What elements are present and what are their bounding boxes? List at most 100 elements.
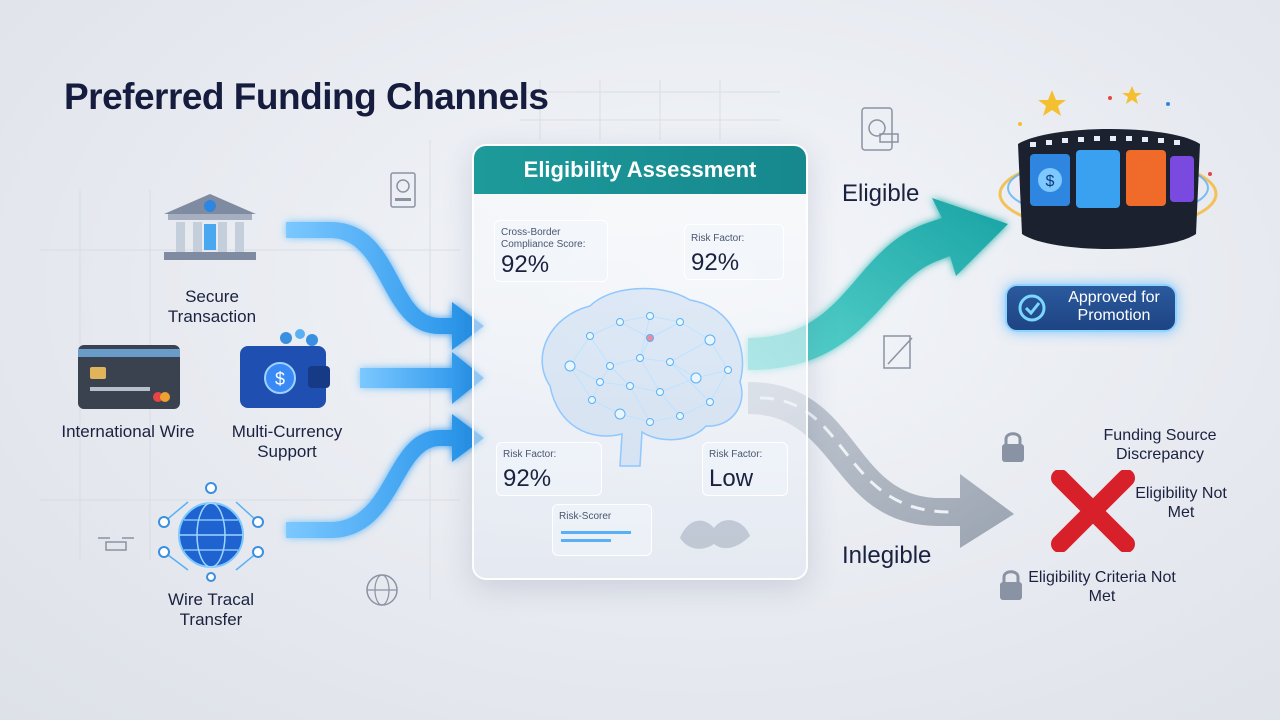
eligibility-assessment-panel: Eligibility Assessment Cross-Border Comp… xyxy=(472,144,808,580)
brain-link xyxy=(679,321,711,341)
arrow-wire-transfer xyxy=(286,414,484,538)
metric-card-compliance: Cross-Border Compliance Score: 92% xyxy=(494,220,608,282)
brain-link xyxy=(659,391,681,417)
background-grid xyxy=(40,80,780,600)
document-icon xyxy=(860,106,900,156)
brain-node xyxy=(564,360,576,372)
passport-icon xyxy=(390,172,416,212)
brain-node xyxy=(606,362,614,370)
input-arrows xyxy=(286,222,484,538)
brain-link xyxy=(649,321,681,339)
brain-node xyxy=(596,378,604,386)
brain-node xyxy=(704,334,716,346)
brain-link xyxy=(569,365,601,383)
metric-card-risk-3: Risk Factor: Low xyxy=(702,442,788,496)
brain-node xyxy=(724,366,732,374)
signature-icon xyxy=(882,334,918,370)
metric-label: Risk Factor: xyxy=(709,449,763,460)
metric-card-risk-1: Risk Factor: 92% xyxy=(684,224,784,280)
brain-node xyxy=(646,312,654,320)
brain-link xyxy=(639,315,651,359)
metric-value: Low xyxy=(709,465,754,492)
arrow-secure-transaction xyxy=(286,222,484,350)
credit-card-icon xyxy=(78,345,180,409)
approved-badge-text: Approved for Promotion xyxy=(1068,289,1160,324)
svg-text:$: $ xyxy=(1046,173,1055,190)
brain-node xyxy=(614,408,626,420)
metric-value: 92% xyxy=(503,465,552,492)
brain-link xyxy=(639,357,671,363)
brain-node xyxy=(676,412,684,420)
brain-link xyxy=(609,365,631,387)
wallet-icon: $ xyxy=(238,328,332,410)
drone-icon xyxy=(96,532,136,558)
brain-node xyxy=(666,358,674,366)
arrow-multi-currency xyxy=(360,352,484,404)
reason-funding-discrepancy: Funding Source Discrepancy xyxy=(1103,427,1217,463)
brain-link xyxy=(589,321,621,337)
globe-small-icon xyxy=(364,572,400,608)
page-title: Preferred Funding Channels xyxy=(64,76,549,117)
reason-eligibility-not-met: Eligibility Not Met xyxy=(1135,485,1227,521)
brain-node xyxy=(616,318,624,326)
brain-node xyxy=(690,372,702,384)
brain-link xyxy=(619,315,651,323)
source-label-secure-transaction: Secure Transaction xyxy=(167,287,257,326)
scorer-bar xyxy=(561,531,631,534)
ineligible-label: Inlegible xyxy=(842,542,932,569)
source-label-wire-transfer: Wire Tracal Transfer xyxy=(168,590,254,629)
brain-link xyxy=(649,415,681,423)
world-map-fragment-icon xyxy=(674,508,756,556)
metric-label: Cross-Border Compliance Score: xyxy=(501,227,586,250)
brain-link xyxy=(649,315,681,323)
brain-node xyxy=(676,318,684,326)
eligible-label: Eligible xyxy=(842,180,920,207)
lock-icon xyxy=(996,566,1026,604)
source-label-multi-currency: Multi-Currency Support xyxy=(231,422,343,461)
bank-icon xyxy=(160,192,260,262)
reason-criteria-not-met: Eligibility Criteria Not Met xyxy=(1028,569,1176,605)
check-circle-icon xyxy=(1017,293,1047,323)
brain-network-icon xyxy=(510,266,770,476)
panel-header: Eligibility Assessment xyxy=(474,146,806,194)
source-label-international-wire: International Wire xyxy=(61,422,195,441)
brain-link xyxy=(569,365,593,401)
red-x-icon xyxy=(1050,469,1136,553)
metric-value: 92% xyxy=(501,251,550,278)
arrow-eligible xyxy=(748,198,1008,370)
brain-link xyxy=(709,339,729,371)
metric-value: 92% xyxy=(691,249,740,276)
metric-label: Risk-Scorer xyxy=(559,511,612,522)
brain-link xyxy=(609,357,641,367)
lock-icon xyxy=(998,428,1028,466)
brain-link xyxy=(629,385,651,423)
brain-link xyxy=(589,335,611,367)
metric-card-risk-2: Risk Factor: 92% xyxy=(496,442,602,496)
brain-link xyxy=(709,369,729,403)
brain-outline xyxy=(541,287,744,467)
metric-card-risk-scorer: Risk-Scorer xyxy=(552,504,652,556)
brain-link xyxy=(669,339,711,363)
brain-link xyxy=(639,357,661,393)
brain-link xyxy=(629,385,661,393)
brain-link xyxy=(659,377,697,393)
brain-link xyxy=(669,361,711,403)
brain-node xyxy=(636,354,644,362)
brain-node xyxy=(656,388,664,396)
metric-label: Risk Factor: xyxy=(503,449,557,460)
brain-node xyxy=(626,382,634,390)
brain-link xyxy=(569,335,591,367)
brain-node xyxy=(586,332,594,340)
brain-link xyxy=(599,381,631,387)
scorer-bar xyxy=(561,539,611,542)
globe-network-icon xyxy=(158,482,264,582)
approved-badge: Approved for Promotion xyxy=(1005,284,1177,332)
brain-node xyxy=(706,398,714,406)
metric-label: Risk Factor: xyxy=(691,233,745,244)
brain-node xyxy=(646,418,654,426)
film-reel-icon: $ xyxy=(990,84,1230,274)
svg-text:$: $ xyxy=(275,369,285,389)
brain-node xyxy=(646,334,654,342)
brain-link xyxy=(679,401,711,417)
